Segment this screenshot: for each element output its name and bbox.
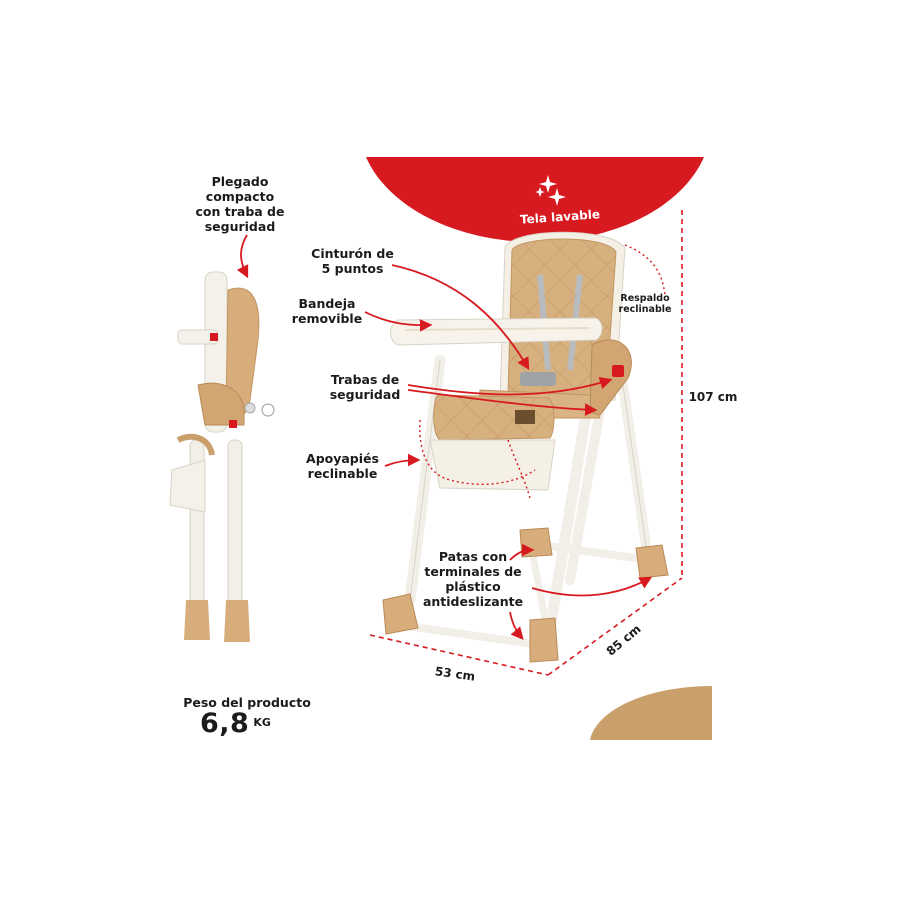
main-highchair	[382, 231, 669, 663]
height-dimension: 107 cm	[688, 390, 738, 404]
weight-number: 6,8	[200, 708, 250, 739]
red-badge-shape	[366, 157, 704, 243]
weight-label: Peso del producto	[183, 695, 311, 710]
folded-highchair	[169, 271, 275, 642]
callout-arrows	[236, 234, 653, 640]
sparkles-icon	[535, 175, 566, 206]
weight-unit: KG	[253, 716, 271, 729]
dimension-lines	[369, 210, 683, 676]
tan-corner-shape	[590, 685, 712, 740]
motion-arcs	[419, 244, 666, 499]
